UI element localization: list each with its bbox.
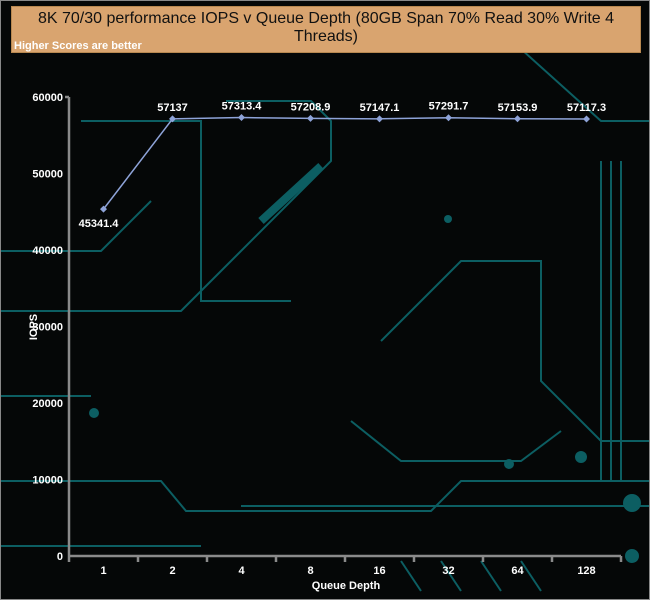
data-point <box>100 205 107 213</box>
data-label: 57117.3 <box>567 102 606 114</box>
y-tick-label: 10000 <box>32 475 63 487</box>
data-point <box>445 114 452 122</box>
data-point <box>238 114 245 122</box>
x-tick-label: 1 <box>100 565 106 577</box>
y-tick-label: 30000 <box>32 322 63 334</box>
y-tick-label: 40000 <box>32 245 63 257</box>
x-tick-label: 4 <box>238 565 245 577</box>
data-label: 57153.9 <box>498 102 538 114</box>
y-axis-label: IOPS <box>28 314 40 340</box>
chart-header: 8K 70/30 performance IOPS v Queue Depth … <box>11 6 641 53</box>
data-label: 57291.7 <box>429 101 469 113</box>
data-label: 57137 <box>157 102 188 114</box>
y-tick-label: 60000 <box>32 92 63 104</box>
data-point <box>514 115 521 123</box>
x-tick-label: 128 <box>577 565 595 577</box>
chart-subtitle: Higher Scores are better <box>14 40 142 52</box>
chart-title: 8K 70/30 performance IOPS v Queue Depth … <box>37 10 615 45</box>
x-tick-label: 32 <box>442 565 454 577</box>
x-axis-label: Queue Depth <box>312 580 381 592</box>
data-point <box>376 115 383 123</box>
data-point <box>169 115 176 123</box>
data-label: 57208.9 <box>291 101 331 113</box>
y-tick-label: 50000 <box>32 169 63 181</box>
data-point <box>307 114 314 122</box>
x-tick-label: 64 <box>511 565 524 577</box>
data-label: 45341.4 <box>79 218 120 230</box>
x-tick-label: 2 <box>169 565 175 577</box>
y-tick-label: 0 <box>57 551 63 563</box>
x-tick-label: 8 <box>307 565 313 577</box>
y-tick-label: 20000 <box>32 398 63 410</box>
data-label: 57313.4 <box>222 101 263 113</box>
data-point <box>583 115 590 123</box>
data-label: 57147.1 <box>360 102 400 114</box>
series-line <box>102 116 587 210</box>
x-tick-label: 16 <box>373 565 385 577</box>
